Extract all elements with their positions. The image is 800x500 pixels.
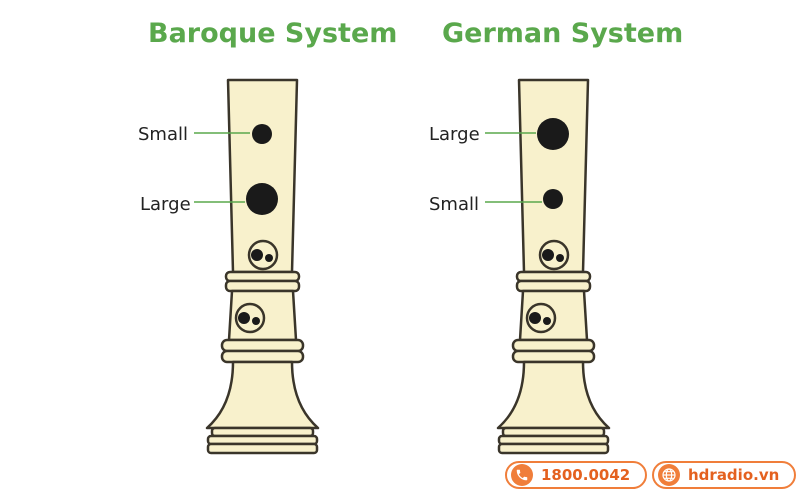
german-small-hole [543, 189, 563, 209]
german-double-hole-1a [542, 249, 554, 261]
phone-number: 1800.0042 [541, 466, 631, 484]
baroque-double-hole-2a [238, 312, 250, 324]
german-double-hole-2a [529, 312, 541, 324]
phone-icon [511, 464, 533, 486]
baroque-system-title: Baroque System [148, 18, 398, 49]
baroque-lower-hole-label: Large [140, 194, 191, 215]
globe-icon [658, 464, 680, 486]
german-system-title: German System [442, 18, 684, 49]
german-lower-hole-label: Small [429, 194, 479, 215]
baroque-double-hole-2b [252, 317, 260, 325]
baroque-upper-hole-label: Small [138, 124, 188, 145]
baroque-small-hole [252, 124, 272, 144]
baroque-recorder [205, 78, 320, 455]
phone-contact-button[interactable]: 1800.0042 [505, 461, 647, 489]
german-upper-hole-label: Large [429, 124, 480, 145]
german-double-hole-1b [556, 254, 564, 262]
german-large-hole [537, 118, 569, 150]
german-double-hole-2b [543, 317, 551, 325]
baroque-double-hole-1b [265, 254, 273, 262]
baroque-double-hole-1a [251, 249, 263, 261]
baroque-large-hole [246, 183, 278, 215]
website-contact-button[interactable]: hdradio.vn [652, 461, 796, 489]
website-url: hdradio.vn [688, 466, 780, 484]
